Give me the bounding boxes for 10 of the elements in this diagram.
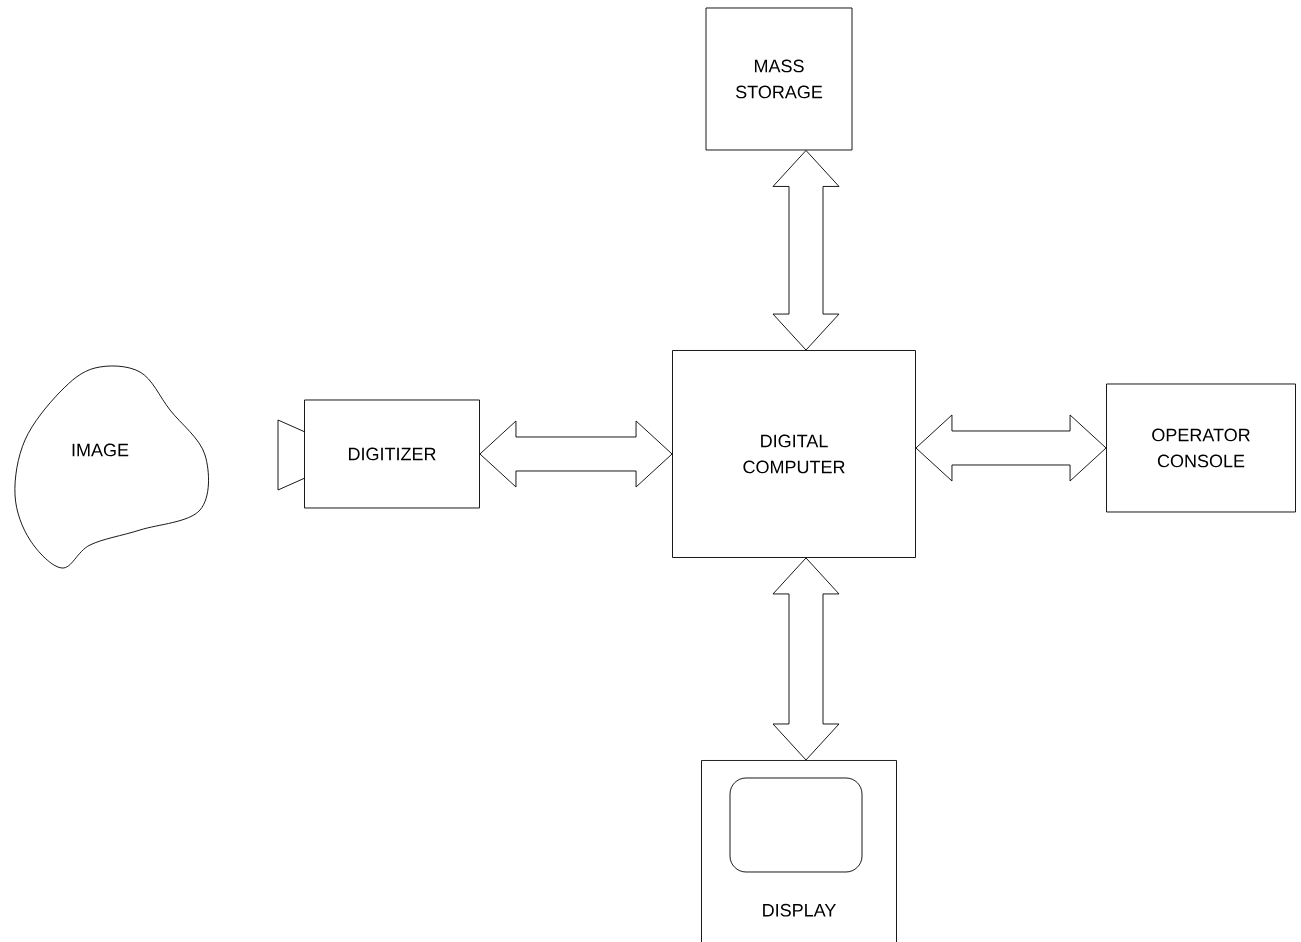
double-arrow (772, 557, 840, 761)
double-arrow (772, 150, 840, 351)
digitizer-box: DIGITIZER (277, 399, 480, 509)
storage-box: MASS STORAGE (705, 7, 853, 151)
computer-box: DIGITAL COMPUTER (672, 350, 916, 558)
image-blob: IMAGE (14, 365, 209, 569)
double-arrow (915, 414, 1107, 482)
double-arrow (479, 420, 673, 488)
console-box: OPERATOR CONSOLE (1106, 383, 1296, 513)
display-box: DISPLAY (701, 760, 897, 942)
